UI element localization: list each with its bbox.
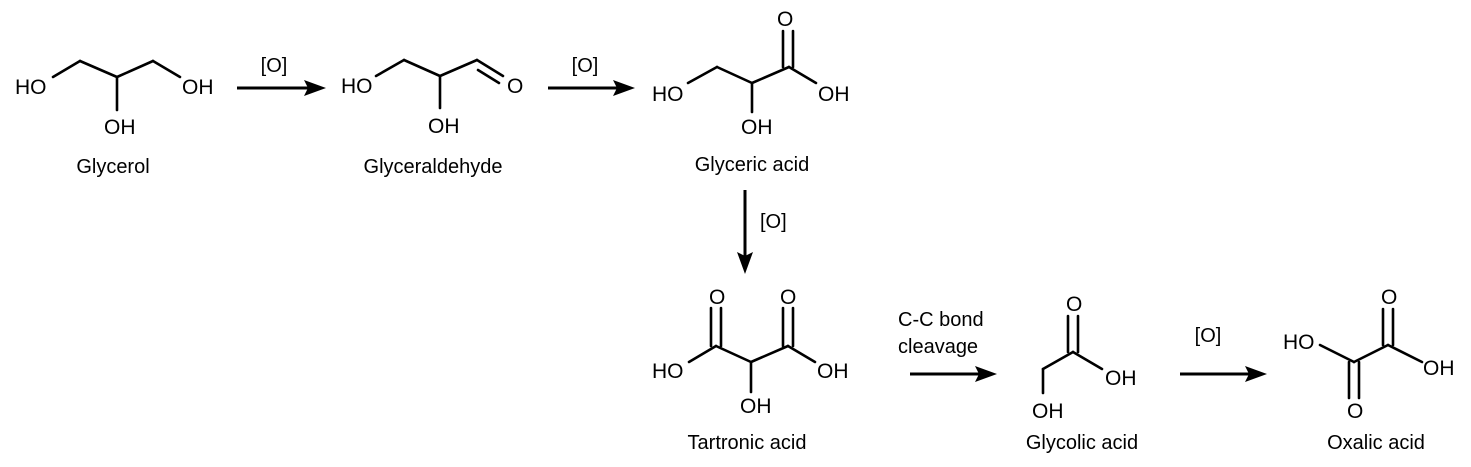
- glyceraldehyde-o-carbonyl: O: [507, 75, 523, 98]
- tartronic-acid-name: Tartronic acid: [688, 432, 807, 454]
- bond: [475, 58, 505, 78]
- compound-tartronic-acid: O O HO OH OH Tartronic acid: [652, 286, 849, 454]
- glycolic-acid-skeleton: [1041, 314, 1104, 395]
- reaction-arrow-5: [O]: [1180, 325, 1267, 382]
- bond: [51, 59, 82, 79]
- bond: [1071, 350, 1104, 371]
- compound-glyceric-acid: O HO OH OH Glyceric acid: [652, 8, 850, 176]
- compound-glycerol: HO OH OH Glycerol: [15, 59, 214, 178]
- glyceric-acid-skeleton: [686, 29, 818, 114]
- glycerol-skeleton: [51, 59, 182, 112]
- arrow-head: [304, 80, 326, 96]
- step4-label-line2: cleavage: [898, 336, 978, 358]
- glycolic-acid-name: Glycolic acid: [1026, 432, 1138, 454]
- reaction-arrow-2: [O]: [548, 55, 635, 96]
- bond: [787, 65, 818, 85]
- arrow-head: [737, 252, 753, 274]
- bond: [1041, 350, 1075, 371]
- step2-label: [O]: [572, 55, 599, 77]
- step4-label-line1: C-C bond: [898, 309, 984, 331]
- oxalic-acid-o-top: O: [1381, 286, 1397, 309]
- arrow-head: [975, 366, 997, 382]
- reaction-arrow-3: [O]: [737, 190, 787, 274]
- step5-label: [O]: [1195, 325, 1222, 347]
- tartronic-acid-o-left: O: [709, 286, 725, 309]
- bond: [115, 59, 155, 79]
- bond: [1352, 343, 1390, 364]
- glyceraldehyde-name: Glyceraldehyde: [364, 156, 503, 178]
- reaction-arrow-1: [O]: [237, 55, 326, 96]
- reaction-arrow-4: C-C bond cleavage: [898, 309, 997, 382]
- bond: [786, 344, 817, 364]
- bond: [438, 58, 479, 78]
- glyceraldehyde-oh-bottom: OH: [428, 115, 460, 138]
- glycolic-acid-o-carbonyl: O: [1066, 293, 1082, 316]
- compound-glyceraldehyde: HO O OH Glyceraldehyde: [341, 58, 523, 178]
- glyceric-acid-name: Glyceric acid: [695, 154, 809, 176]
- glycerol-oh-bottom: OH: [104, 116, 136, 139]
- step1-label: [O]: [261, 55, 288, 77]
- bond: [686, 65, 719, 85]
- bond: [749, 344, 790, 364]
- bond: [1318, 343, 1356, 364]
- bond: [715, 65, 754, 85]
- glycolic-acid-oh-acid: OH: [1105, 367, 1137, 390]
- compound-glycolic-acid: O OH OH Glycolic acid: [1026, 293, 1138, 454]
- bond: [78, 59, 119, 79]
- glycerol-name: Glycerol: [76, 156, 149, 178]
- tartronic-acid-skeleton: [687, 306, 817, 394]
- bond: [714, 344, 753, 364]
- glyceric-acid-ho-left: HO: [652, 83, 684, 106]
- tartronic-acid-o-right: O: [780, 286, 796, 309]
- step3-label: [O]: [760, 211, 787, 233]
- bond: [476, 68, 501, 85]
- bond: [151, 59, 182, 79]
- glycerol-ho-left: HO: [15, 76, 47, 99]
- tartronic-acid-ho-left: HO: [652, 360, 684, 383]
- glyceraldehyde-ho-left: HO: [341, 75, 373, 98]
- oxalic-acid-o-bottom: O: [1347, 400, 1363, 423]
- glyceraldehyde-skeleton: [374, 58, 505, 110]
- bond: [687, 344, 718, 364]
- oxalic-acid-name: Oxalic acid: [1327, 432, 1425, 454]
- compound-oxalic-acid: O HO OH O Oxalic acid: [1283, 286, 1455, 454]
- bond: [402, 58, 442, 78]
- glycerol-oh-right: OH: [182, 76, 214, 99]
- oxalic-acid-skeleton: [1318, 307, 1424, 400]
- glyceric-acid-o-carbonyl: O: [777, 8, 793, 31]
- bond: [374, 58, 406, 78]
- bond: [1386, 343, 1424, 364]
- glyceric-acid-oh-acid: OH: [818, 83, 850, 106]
- glycolic-acid-oh-bottom: OH: [1032, 400, 1064, 423]
- oxalic-acid-ho-left: HO: [1283, 331, 1315, 354]
- arrow-head: [613, 80, 635, 96]
- oxalic-acid-oh-right: OH: [1423, 357, 1455, 380]
- tartronic-acid-oh-bottom: OH: [740, 395, 772, 418]
- glyceric-acid-oh-bottom: OH: [741, 116, 773, 139]
- tartronic-acid-oh-right: OH: [817, 360, 849, 383]
- arrow-head: [1245, 366, 1267, 382]
- bond: [750, 65, 791, 85]
